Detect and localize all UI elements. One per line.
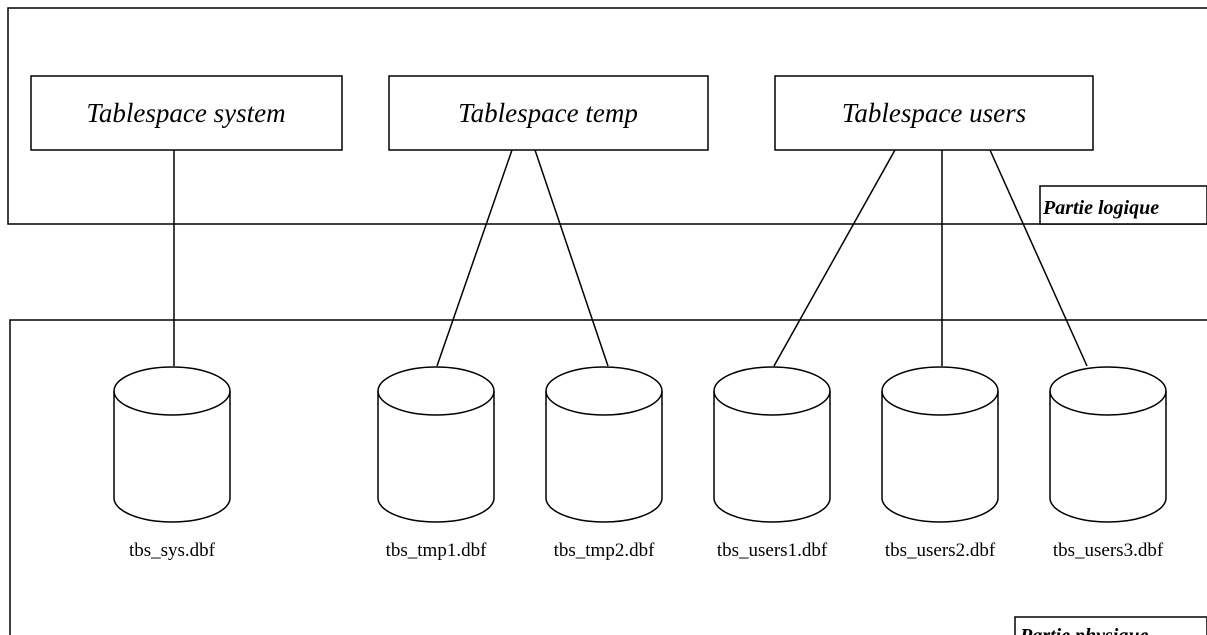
logical-section-label: Partie logique bbox=[1042, 197, 1159, 219]
datafile-users3-label: tbs_users3.dbf bbox=[1053, 540, 1164, 561]
database-cylinder-icon bbox=[713, 391, 831, 523]
connector-temp-tmp2 bbox=[534, 149, 609, 367]
datafile-users1-label: tbs_users1.dbf bbox=[717, 540, 828, 561]
tablespace-system: Tablespace system bbox=[30, 75, 343, 151]
physical-section-label-box bbox=[1014, 616, 1207, 635]
tablespace-system-label: Tablespace system bbox=[86, 98, 285, 128]
datafile-tmp1: tbs_tmp1.dbf bbox=[377, 366, 495, 561]
physical-section-label: Partie physique bbox=[1019, 625, 1148, 635]
logical-section-label-box bbox=[1039, 185, 1207, 225]
database-cylinder-icon bbox=[377, 391, 495, 523]
tablespace-temp: Tablespace temp bbox=[388, 75, 709, 151]
database-cylinder-icon bbox=[1049, 391, 1167, 523]
datafile-users1: tbs_users1.dbf bbox=[713, 366, 831, 561]
physical-section-frame bbox=[9, 319, 1207, 635]
database-cylinder-icon bbox=[113, 391, 231, 523]
database-cylinder-icon bbox=[881, 391, 999, 523]
tablespace-users-label: Tablespace users bbox=[842, 98, 1026, 128]
datafile-tmp2-label: tbs_tmp2.dbf bbox=[554, 540, 655, 561]
datafile-users3: tbs_users3.dbf bbox=[1049, 366, 1167, 561]
connector-users-users3 bbox=[989, 149, 1088, 367]
tablespace-users: Tablespace users bbox=[774, 75, 1094, 151]
datafile-tmp1-label: tbs_tmp1.dbf bbox=[386, 540, 487, 561]
datafile-users2: tbs_users2.dbf bbox=[881, 366, 999, 561]
connector-temp-tmp1 bbox=[436, 149, 513, 367]
datafile-sys-label: tbs_sys.dbf bbox=[129, 540, 216, 561]
datafile-users2-label: tbs_users2.dbf bbox=[885, 540, 996, 561]
logical-section-frame bbox=[7, 7, 1207, 225]
database-cylinder-icon bbox=[545, 391, 663, 523]
datafile-sys: tbs_sys.dbf bbox=[113, 366, 231, 561]
datafile-tmp2: tbs_tmp2.dbf bbox=[545, 366, 663, 561]
connector-users-users1 bbox=[773, 149, 896, 367]
tablespace-temp-label: Tablespace temp bbox=[458, 98, 638, 128]
